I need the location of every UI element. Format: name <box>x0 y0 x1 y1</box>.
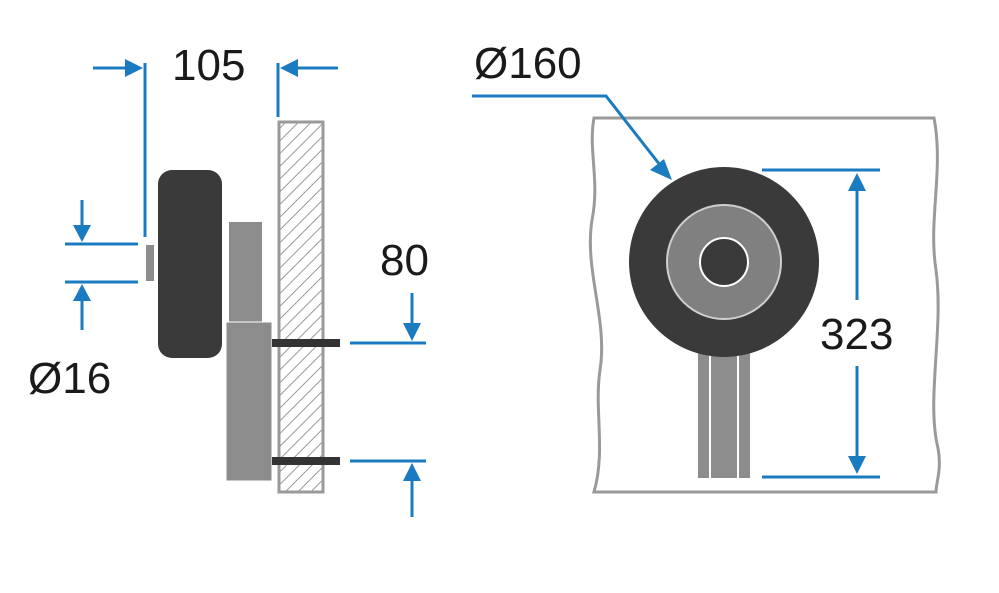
lower-bolt <box>272 457 340 465</box>
axle-stub <box>146 245 154 281</box>
dimension-80: 80 <box>350 236 429 517</box>
dim-160-arrow <box>650 159 672 180</box>
dim-16-arrow-top <box>73 225 91 242</box>
dim-323-arrow-top <box>848 173 866 191</box>
wheel-side <box>158 170 222 358</box>
dim-16-arrow-bottom <box>73 284 91 301</box>
mounting-plate <box>277 120 325 494</box>
dim-160-leader <box>472 94 662 166</box>
dimension-323: 323 <box>762 168 893 479</box>
upper-bracket <box>229 222 262 322</box>
dim-16-label: Ø16 <box>28 354 111 403</box>
wheel-bore <box>699 237 749 287</box>
dimension-105: 105 <box>93 41 338 237</box>
dim-105-label: 105 <box>172 41 245 90</box>
lower-bracket <box>225 321 273 482</box>
dim-80-arrow-top <box>403 323 421 341</box>
dim-160-label: Ø160 <box>474 39 582 88</box>
dimension-16: Ø16 <box>28 200 138 403</box>
side-view <box>146 120 340 494</box>
dim-80-label: 80 <box>380 236 429 285</box>
wheel-stem <box>698 350 750 478</box>
dimension-160: Ø160 <box>472 39 672 180</box>
front-view <box>588 116 941 494</box>
dim-80-arrow-bottom <box>403 463 421 481</box>
upper-bolt <box>272 339 340 347</box>
dim-105-arrow-right <box>280 59 298 77</box>
dim-323-arrow-bottom <box>848 456 866 474</box>
dim-105-arrow-left <box>125 59 143 77</box>
dim-323-label: 323 <box>820 310 893 359</box>
